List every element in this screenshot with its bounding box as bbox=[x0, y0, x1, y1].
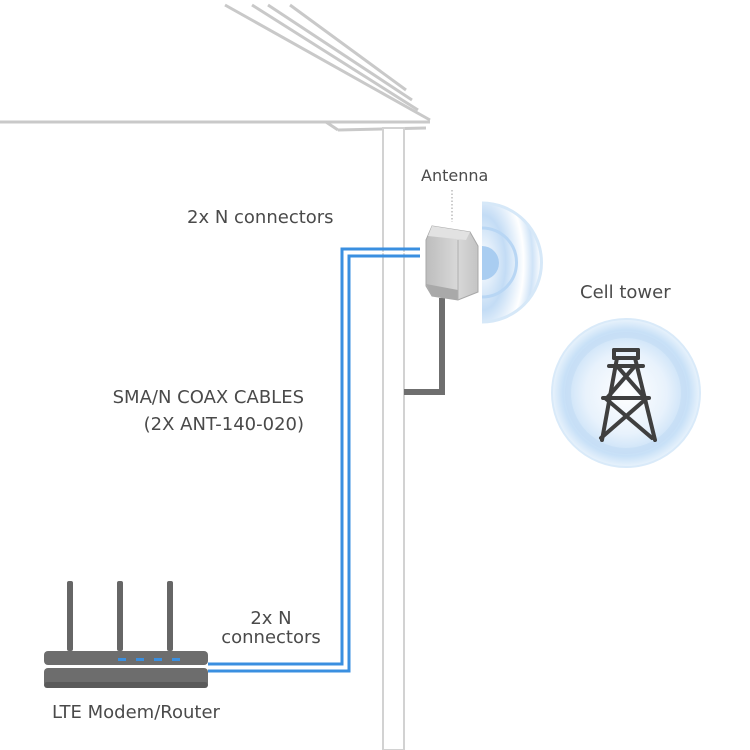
coax-cables bbox=[208, 247, 420, 673]
coax-cables-label: SMA/N COAX CABLES (2X ANT-140-020) bbox=[60, 384, 304, 438]
house-wall bbox=[382, 127, 405, 750]
cell-tower-icon bbox=[599, 348, 657, 442]
bottom-connectors-label-line1: 2x N bbox=[250, 608, 292, 629]
antenna-label: Antenna bbox=[421, 166, 489, 185]
antenna-signal-icon bbox=[481, 201, 543, 324]
cell-tower-label: Cell tower bbox=[580, 282, 671, 303]
tower-signal-icon bbox=[551, 318, 701, 468]
router-label: LTE Modem/Router bbox=[52, 702, 220, 723]
panel-antenna-icon bbox=[425, 225, 479, 301]
coax-cables-label-line1: SMA/N COAX CABLES bbox=[112, 387, 304, 408]
top-connectors-label: 2x N connectors bbox=[187, 207, 334, 228]
house-roof bbox=[0, 3, 431, 132]
antenna-mount bbox=[404, 298, 445, 395]
bottom-connectors-label: 2x N connectors bbox=[214, 609, 328, 647]
bottom-connectors-label-line2: connectors bbox=[221, 627, 321, 648]
router-leds bbox=[118, 658, 180, 661]
router-icon bbox=[44, 581, 208, 688]
coax-cables-label-line2: (2X ANT-140-020) bbox=[143, 414, 304, 435]
